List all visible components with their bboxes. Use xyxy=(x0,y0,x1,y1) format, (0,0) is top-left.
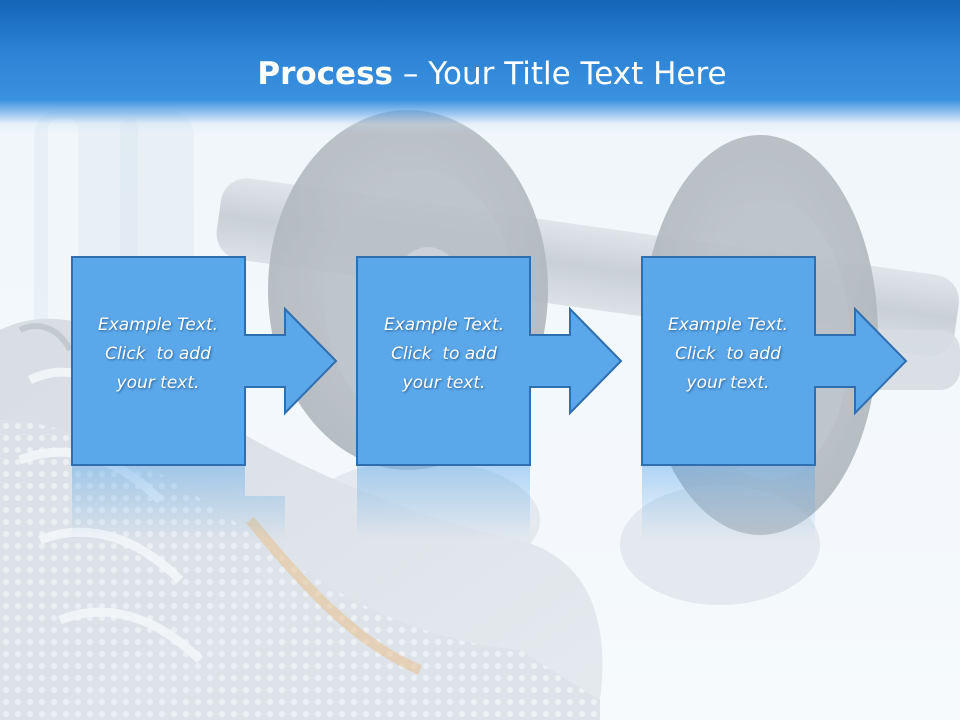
slide-title[interactable]: Process – Your Title Text Here xyxy=(0,52,960,96)
title-rest-text: – Your Title Text Here xyxy=(393,56,727,92)
step-3-line-3: your text. xyxy=(686,373,770,393)
step-1-text[interactable]: Example Text. Click to add your text. xyxy=(72,311,244,398)
step-2-line-1: Example Text. xyxy=(383,315,505,335)
title-bold-text: Process xyxy=(257,56,393,92)
step-2-text[interactable]: Example Text. Click to add your text. xyxy=(358,311,530,398)
arrow-right-icon xyxy=(356,256,623,466)
step-2-line-3: your text. xyxy=(402,373,486,393)
reflection-1 xyxy=(72,466,335,540)
reflection-2 xyxy=(357,466,530,540)
header-band xyxy=(0,0,960,135)
process-step-3[interactable] xyxy=(641,256,908,540)
step-3-text[interactable]: Example Text. Click to add your text. xyxy=(642,311,814,398)
step-1-line-3: your text. xyxy=(116,373,200,393)
step-3-line-1: Example Text. xyxy=(667,315,789,335)
arrow-right-icon xyxy=(71,256,338,466)
step-1-line-1: Example Text. xyxy=(97,315,219,335)
step-2-line-2: Click to add xyxy=(391,344,497,364)
step-3-line-2: Click to add xyxy=(675,344,781,364)
step-1-line-2: Click to add xyxy=(105,344,211,364)
process-step-1[interactable] xyxy=(71,256,338,540)
arrow-right-icon xyxy=(641,256,908,466)
process-step-2[interactable] xyxy=(356,256,623,540)
reflection-3 xyxy=(642,466,815,540)
